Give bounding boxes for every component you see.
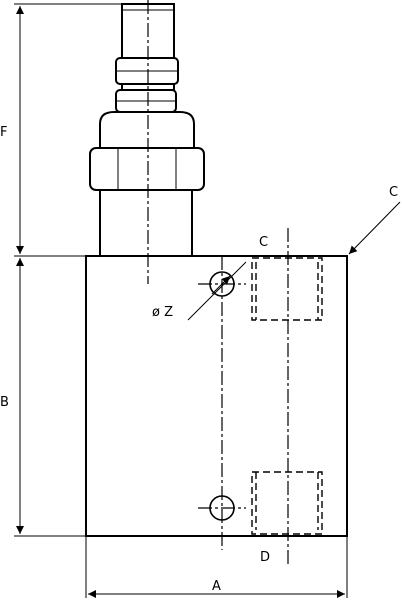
- cartridge-neck: [99, 189, 193, 257]
- label-port-c-corner: C: [389, 185, 398, 200]
- hole-diameter-callout: ø Z: [152, 261, 247, 321]
- chamfer-callout: C: [348, 185, 401, 255]
- label-port-c-top: C: [259, 235, 268, 250]
- dimension-f: F: [0, 3, 122, 257]
- label-f: F: [0, 125, 7, 140]
- leader-line-c: [348, 201, 401, 255]
- dimension-b: B: [0, 258, 86, 537]
- label-b: B: [0, 395, 9, 410]
- bonnet: [99, 111, 195, 149]
- port-c-bore: [251, 257, 323, 321]
- hex-body-nut: [89, 147, 205, 191]
- label-hole-z: ø Z: [152, 305, 173, 320]
- valve-body: [85, 255, 348, 537]
- port-d-bore: [251, 471, 323, 535]
- label-port-d: D: [260, 550, 270, 565]
- adjuster-assembly: [89, 3, 205, 257]
- leader-line-z: [187, 261, 247, 321]
- dimension-a: A: [85, 536, 348, 598]
- label-a: A: [212, 579, 221, 594]
- mounting-hole-lower: [198, 495, 246, 521]
